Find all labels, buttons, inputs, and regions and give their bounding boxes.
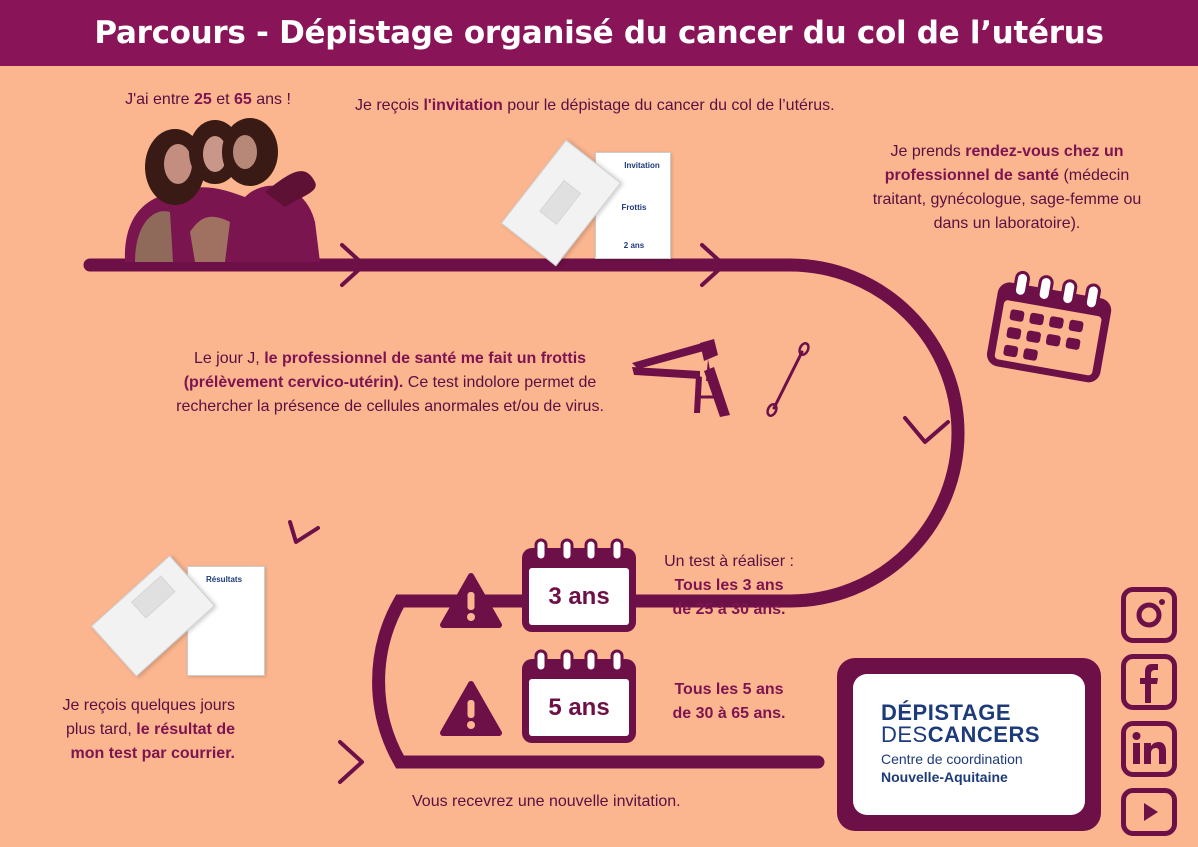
rdv-suffix: (médecin traitant, gynécologue, sage-fem… <box>872 167 1142 232</box>
frottis-prefix: Le jour J, <box>193 350 265 367</box>
interval-calendar-5: 5 ans <box>522 649 636 743</box>
interval-3-line1: Tous les 3 ans <box>674 577 784 594</box>
step-rdv-text: Je prends rendez-vous chez un profession… <box>862 140 1152 236</box>
envelope-window <box>539 179 582 225</box>
facebook-icon[interactable] <box>1121 654 1177 710</box>
interval-5-line1: Tous les 5 ans <box>674 681 784 698</box>
youtube-icon[interactable] <box>1121 788 1177 836</box>
logo-line2b: CANCERS <box>927 722 1041 747</box>
step-age-text: J'ai entre 25 et 65 ans ! <box>108 88 308 112</box>
frottis-suffix: Ce test indolore permet de rechercher la… <box>176 374 604 415</box>
step-invitation-text: Je reçois l'invitation pour le dépistage… <box>355 94 915 118</box>
step-result-text: Je reçois quelques jours plus tard, le r… <box>30 694 235 766</box>
invitation-letter-line3: 2 ans <box>623 241 645 250</box>
linkedin-icon[interactable] <box>1121 721 1177 777</box>
instagram-icon[interactable] <box>1121 587 1177 643</box>
interval-5-text: Tous les 5 ans de 30 à 65 ans. <box>648 678 810 726</box>
result-prefix: Je reçois quelques jours plus tard, <box>62 697 235 738</box>
results-letter-label: Résultats <box>206 575 243 584</box>
arrow-chevron-1 <box>340 243 366 287</box>
warning-icon <box>440 573 502 628</box>
interval-3-line2: de 25 à 30 ans. <box>672 601 786 618</box>
rdv-bold: rendez-vous chez un professionnel de san… <box>884 143 1124 184</box>
calendar-rings <box>534 649 624 673</box>
logo-line2: DESCANCERS <box>881 724 1040 746</box>
arrow-chevron-2 <box>700 243 726 287</box>
age-prefix: J'ai entre <box>125 91 194 108</box>
invitation-bold: l'invitation <box>423 97 503 114</box>
interval-5-line2: de 30 à 65 ans. <box>672 705 786 722</box>
warning-icon <box>440 681 502 736</box>
result-bold: le résultat de mon test par courrier. <box>70 721 236 762</box>
frottis-bold: le professionnel de santé me fait un fro… <box>183 350 587 391</box>
age-min: 25 <box>193 91 212 108</box>
invitation-letter-line2: Frottis <box>621 203 647 212</box>
interval-3-text: Un test à réaliser : Tous les 3 ans de 2… <box>648 550 810 622</box>
rdv-prefix: Je prends <box>890 143 966 160</box>
age-middle: et <box>211 91 234 108</box>
swab-icon <box>766 342 810 417</box>
calendar-icon <box>986 270 1112 383</box>
invitation-letter-line1: Invitation <box>624 161 660 170</box>
header-banner: Parcours - Dépistage organisé du cancer … <box>0 0 1198 66</box>
age-suffix: ans ! <box>251 91 291 108</box>
speculum-icon <box>632 339 730 417</box>
logo-frame: DÉPISTAGE DESCANCERS Centre de coordinat… <box>837 658 1101 831</box>
arrow-chevron-3 <box>903 416 950 444</box>
invitation-letter: Invitation Frottis 2 ans <box>595 152 671 259</box>
step-frottis-text: Le jour J, le professionnel de santé me … <box>170 347 610 419</box>
arrow-chevron-5 <box>338 740 364 784</box>
logo: DÉPISTAGE DESCANCERS Centre de coordinat… <box>853 674 1085 815</box>
logo-line2a: DES <box>881 722 928 747</box>
age-max: 65 <box>233 91 252 108</box>
logo-line4: Nouvelle-Aquitaine <box>881 769 1008 785</box>
arrow-chevron-4 <box>288 520 320 544</box>
invitation-suffix: pour le dépistage du cancer du col de l’… <box>502 97 835 114</box>
calendar-rings <box>534 538 624 562</box>
interval-3-intro: Un test à réaliser : <box>664 553 794 570</box>
page-title: Parcours - Dépistage organisé du cancer … <box>94 15 1104 51</box>
logo-line1: DÉPISTAGE <box>881 700 1012 725</box>
logo-line3: Centre de coordination <box>881 751 1023 767</box>
interval-badge-5: 5 ans <box>529 679 629 736</box>
women-illustration <box>124 118 321 262</box>
interval-badge-3: 3 ans <box>529 568 629 625</box>
results-letter: Résultats <box>187 566 265 676</box>
new-invitation-text: Vous recevrez une nouvelle invitation. <box>412 793 681 810</box>
invitation-prefix: Je reçois <box>355 97 424 114</box>
interval-calendar-3: 3 ans <box>522 538 636 632</box>
